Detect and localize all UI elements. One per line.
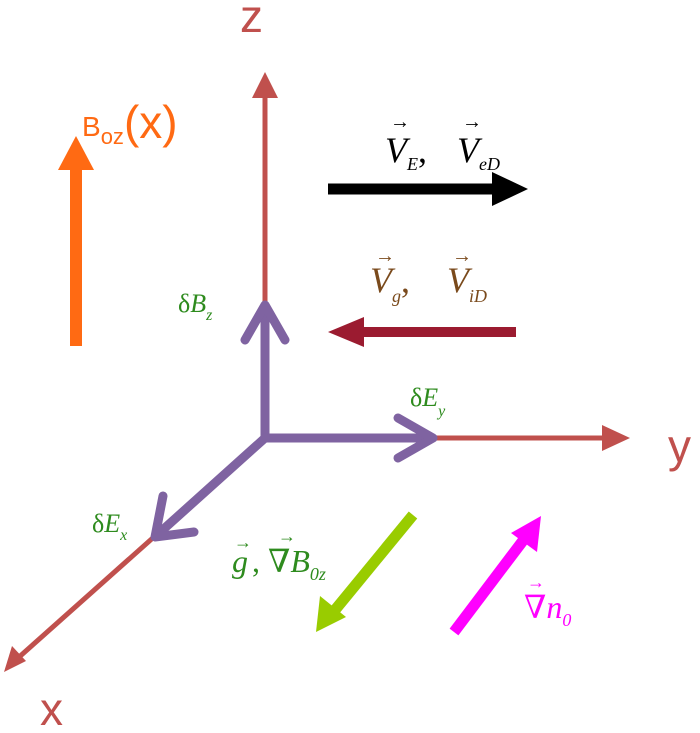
vector-arrow-icon: → <box>527 572 545 592</box>
electron-drift-arrow <box>328 172 528 206</box>
background-field-label: Boz(x) <box>82 96 178 149</box>
vector-arrow-icon: → <box>462 111 482 133</box>
gravity-label: → g , → ∇B0z <box>232 526 326 584</box>
vector-arrow-icon: → <box>234 532 252 552</box>
x-axis-label: x <box>40 683 63 733</box>
electron-drift-label: → VE, → VeD <box>385 111 500 174</box>
grad-n-symbol: ∇n0 <box>524 589 571 630</box>
gravity-arrow <box>316 511 418 632</box>
vector-arrow-icon: → <box>278 526 296 546</box>
drift-symbol: VE, <box>385 130 427 174</box>
delta-ex-arrow <box>150 433 270 542</box>
z-axis-label: z <box>240 0 263 42</box>
vector-arrow-icon: → <box>390 111 410 133</box>
delta-ey-label: δEy <box>410 383 446 420</box>
drift-symbol: VeD <box>457 130 500 174</box>
drift-symbol: Vg, <box>370 260 410 306</box>
density-gradient-label: → ∇n0 <box>524 572 571 630</box>
y-axis-label: y <box>668 420 691 472</box>
delta-ex-label: δEx <box>92 509 127 544</box>
drift-symbol: ViD <box>447 260 487 306</box>
vector-arrow-icon: → <box>452 245 472 267</box>
vector-arrow-icon: → <box>375 245 395 267</box>
grad-b-symbol: ∇B0z <box>268 543 326 584</box>
separator: , <box>252 543 260 579</box>
delta-ey-arrow <box>260 413 438 463</box>
ion-drift-arrow <box>328 317 516 347</box>
delta-bz-label: δBz <box>178 289 213 324</box>
ion-drift-label: → Vg, → ViD <box>370 245 487 306</box>
density-gradient-arrow <box>449 516 541 636</box>
delta-bz-arrow <box>240 300 290 443</box>
background-field-arrow <box>58 136 94 346</box>
gravity-symbol: g <box>232 543 248 579</box>
